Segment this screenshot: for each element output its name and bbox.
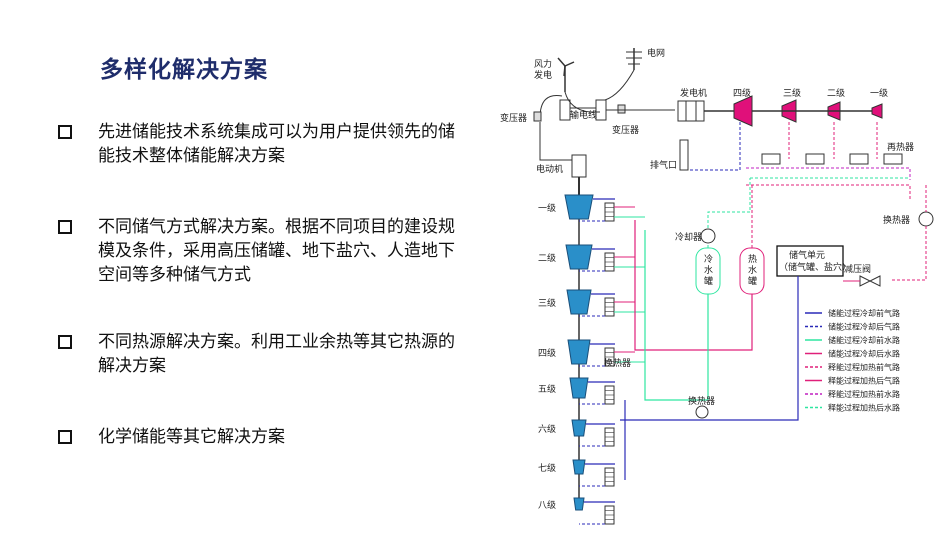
heat-exchanger-right-label: 换热器 bbox=[883, 214, 910, 226]
compressor-stage-1 bbox=[564, 194, 594, 220]
compressor-stage-label: 五级 bbox=[538, 383, 556, 395]
turbine-stage-label: 二级 bbox=[827, 87, 845, 99]
grid-tower-icon bbox=[626, 48, 642, 70]
motor-icon bbox=[571, 154, 587, 178]
pressure-reducer-valve-icon bbox=[859, 275, 881, 287]
heat-exchanger-icon bbox=[918, 211, 934, 227]
tank-char: 水 bbox=[748, 264, 757, 276]
compressor-stage-6 bbox=[571, 419, 587, 437]
bullet-text: 化学储能等其它解决方案 bbox=[98, 427, 285, 447]
generator-icon bbox=[677, 100, 705, 122]
compressor-stage-label: 七级 bbox=[538, 462, 556, 474]
tank-char: 罐 bbox=[704, 275, 713, 287]
bullet-item: 化学储能等其它解决方案 bbox=[58, 425, 285, 449]
compressor-stage-label: 八级 bbox=[538, 499, 556, 511]
storage-unit-sublabel: （储气罐、盐穴） bbox=[779, 261, 851, 273]
square-bullet-icon bbox=[58, 220, 72, 234]
bullet-text: 不同热源解决方案。利用工业余热等其它热源的解决方案 bbox=[98, 332, 455, 376]
caes-system-diagram: 风力发电 电网 变压器 输电线 变压器 电动机 发电机 四级 三级 二级 一级 … bbox=[500, 47, 934, 525]
reheater-icon bbox=[761, 153, 903, 165]
pressure-reducer-label: 减压阀 bbox=[844, 263, 871, 275]
air-storage-unit bbox=[776, 245, 844, 277]
bullet-item: 先进储能技术系统集成可以为用户提供领先的储能技术整体储能解决方案 bbox=[58, 120, 458, 168]
compressor-stage-5 bbox=[569, 377, 589, 399]
wind-line: 发电 bbox=[534, 69, 552, 81]
bullet-item: 不同热源解决方案。利用工业余热等其它热源的解决方案 bbox=[58, 330, 458, 378]
turbine-stage-label: 三级 bbox=[783, 87, 801, 99]
compressor-stage-4 bbox=[567, 339, 591, 365]
exhaust-icon bbox=[679, 139, 689, 171]
compressor-stage-label: 四级 bbox=[538, 347, 556, 359]
grid-label: 电网 bbox=[647, 47, 665, 59]
generator-label: 发电机 bbox=[680, 87, 707, 99]
transformer-icon bbox=[533, 111, 542, 122]
turbine-stage-label: 四级 bbox=[733, 87, 751, 99]
turbine-stage-4 bbox=[733, 95, 753, 127]
transformer-icon bbox=[617, 104, 626, 114]
compressor-stage-2 bbox=[565, 244, 593, 270]
reheater-label: 再热器 bbox=[887, 141, 914, 153]
heat-exchanger-mid-label: 换热器 bbox=[604, 357, 631, 369]
tank-char: 罐 bbox=[748, 275, 757, 287]
legend-label: 释能过程加热前水路 bbox=[828, 389, 900, 399]
legend-label: 储能过程冷却前气路 bbox=[828, 308, 900, 318]
cooler-label: 冷却器 bbox=[675, 231, 702, 243]
bullet-item: 不同储气方式解决方案。根据不同项目的建设规模及条件，采用高压储罐、地下盐穴、人造… bbox=[58, 215, 458, 287]
heat-exchanger-icon bbox=[695, 405, 709, 419]
cooler-icon bbox=[700, 228, 716, 244]
tank-char: 热 bbox=[748, 253, 757, 265]
transformer2-label: 变压器 bbox=[612, 124, 639, 136]
transmission-line-label: 输电线 bbox=[570, 109, 597, 121]
compressor-stage-label: 六级 bbox=[538, 423, 556, 435]
turbine-stage-label: 一级 bbox=[870, 87, 888, 99]
cold-tank-label: 冷水罐 bbox=[704, 253, 713, 287]
legend-label: 储能过程冷却后气路 bbox=[828, 322, 900, 332]
legend-label: 储能过程冷却后水路 bbox=[828, 349, 900, 359]
diagram-legend: 储能过程冷却前气路储能过程冷却后气路储能过程冷却前水路储能过程冷却后水路释能过程… bbox=[805, 308, 900, 413]
transformer-label: 变压器 bbox=[500, 112, 527, 124]
motor-label: 电动机 bbox=[536, 163, 563, 175]
legend-label: 释能过程加热后气路 bbox=[828, 376, 900, 386]
storage-unit-label: 储气单元 bbox=[789, 249, 825, 261]
square-bullet-icon bbox=[58, 430, 72, 444]
compressor-stage-label: 一级 bbox=[538, 202, 556, 214]
compressor-stage-8 bbox=[573, 497, 585, 511]
wire-line bbox=[604, 69, 635, 101]
compressor-stage-7 bbox=[572, 459, 586, 475]
bullet-text: 先进储能技术系统集成可以为用户提供领先的储能技术整体储能解决方案 bbox=[98, 122, 455, 166]
heat-exchanger-bottom-label: 换热器 bbox=[688, 395, 715, 407]
wire-line bbox=[539, 94, 563, 119]
compressor-stage-label: 三级 bbox=[538, 297, 556, 309]
tank-char: 冷 bbox=[704, 253, 713, 265]
compressor-stage-label: 二级 bbox=[538, 252, 556, 264]
wind-turbine-icon bbox=[557, 57, 575, 92]
legend-label: 释能过程加热前气路 bbox=[828, 362, 900, 372]
exhaust-label: 排气口 bbox=[650, 159, 677, 171]
legend-label: 储能过程冷却前水路 bbox=[828, 335, 900, 345]
hot-tank-label: 热水罐 bbox=[748, 253, 757, 287]
wind-line: 风力 bbox=[534, 58, 552, 70]
compressor-stage-3 bbox=[566, 289, 592, 315]
page-title: 多样化解决方案 bbox=[100, 56, 268, 83]
tank-char: 水 bbox=[704, 264, 713, 276]
wind-power-label: 风力发电 bbox=[534, 58, 552, 81]
turbine-stage-1 bbox=[871, 103, 883, 119]
legend-label: 释能过程加热后水路 bbox=[828, 403, 900, 413]
square-bullet-icon bbox=[58, 335, 72, 349]
square-bullet-icon bbox=[58, 125, 72, 139]
wire-line bbox=[564, 91, 600, 113]
bullet-text: 不同储气方式解决方案。根据不同项目的建设规模及条件，采用高压储罐、地下盐穴、人造… bbox=[98, 217, 455, 285]
